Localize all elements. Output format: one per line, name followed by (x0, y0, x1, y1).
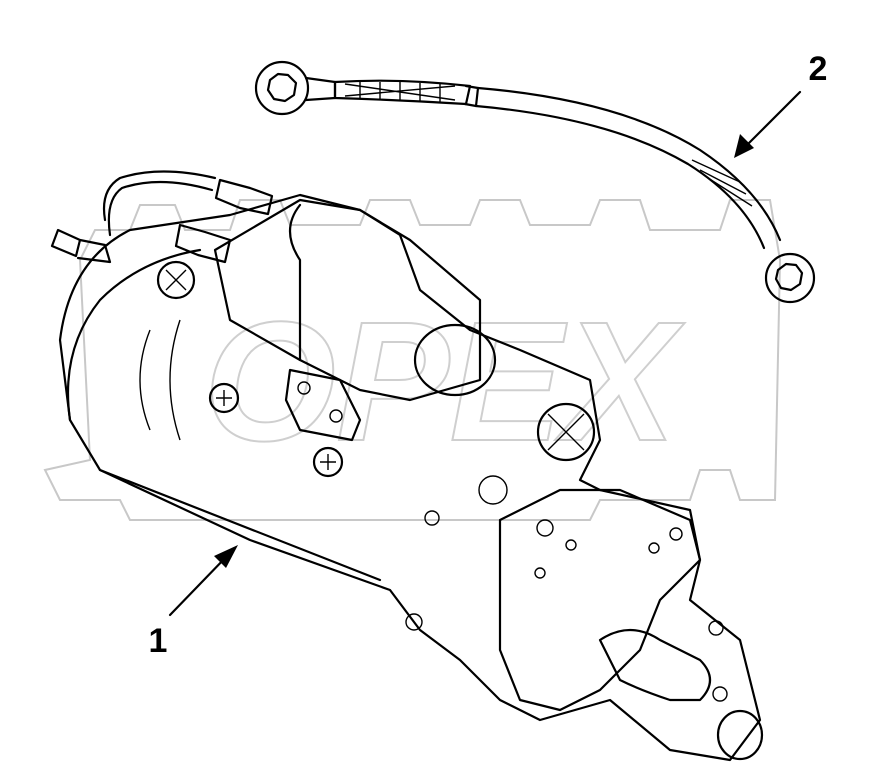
callout-1: 1 (149, 545, 238, 660)
watermark-gear (43, 199, 782, 521)
ring-terminal-left (254, 60, 310, 116)
solenoid (213, 198, 482, 402)
screw-3 (312, 446, 344, 478)
screw-1 (156, 260, 196, 300)
watermark: OPEX (43, 199, 782, 521)
drive-housing (498, 488, 702, 712)
callout-1-label: 1 (149, 622, 168, 660)
watermark-text: OPEX (204, 287, 685, 477)
ground-strap (254, 60, 816, 304)
starter-motor (50, 170, 764, 762)
ring-terminal-right (764, 252, 816, 304)
end-cap-screw (536, 402, 596, 462)
screw-2 (208, 382, 240, 414)
callout-2-label: 2 (809, 50, 828, 88)
motor-housing (58, 193, 762, 762)
callout-2: 2 (734, 50, 827, 158)
